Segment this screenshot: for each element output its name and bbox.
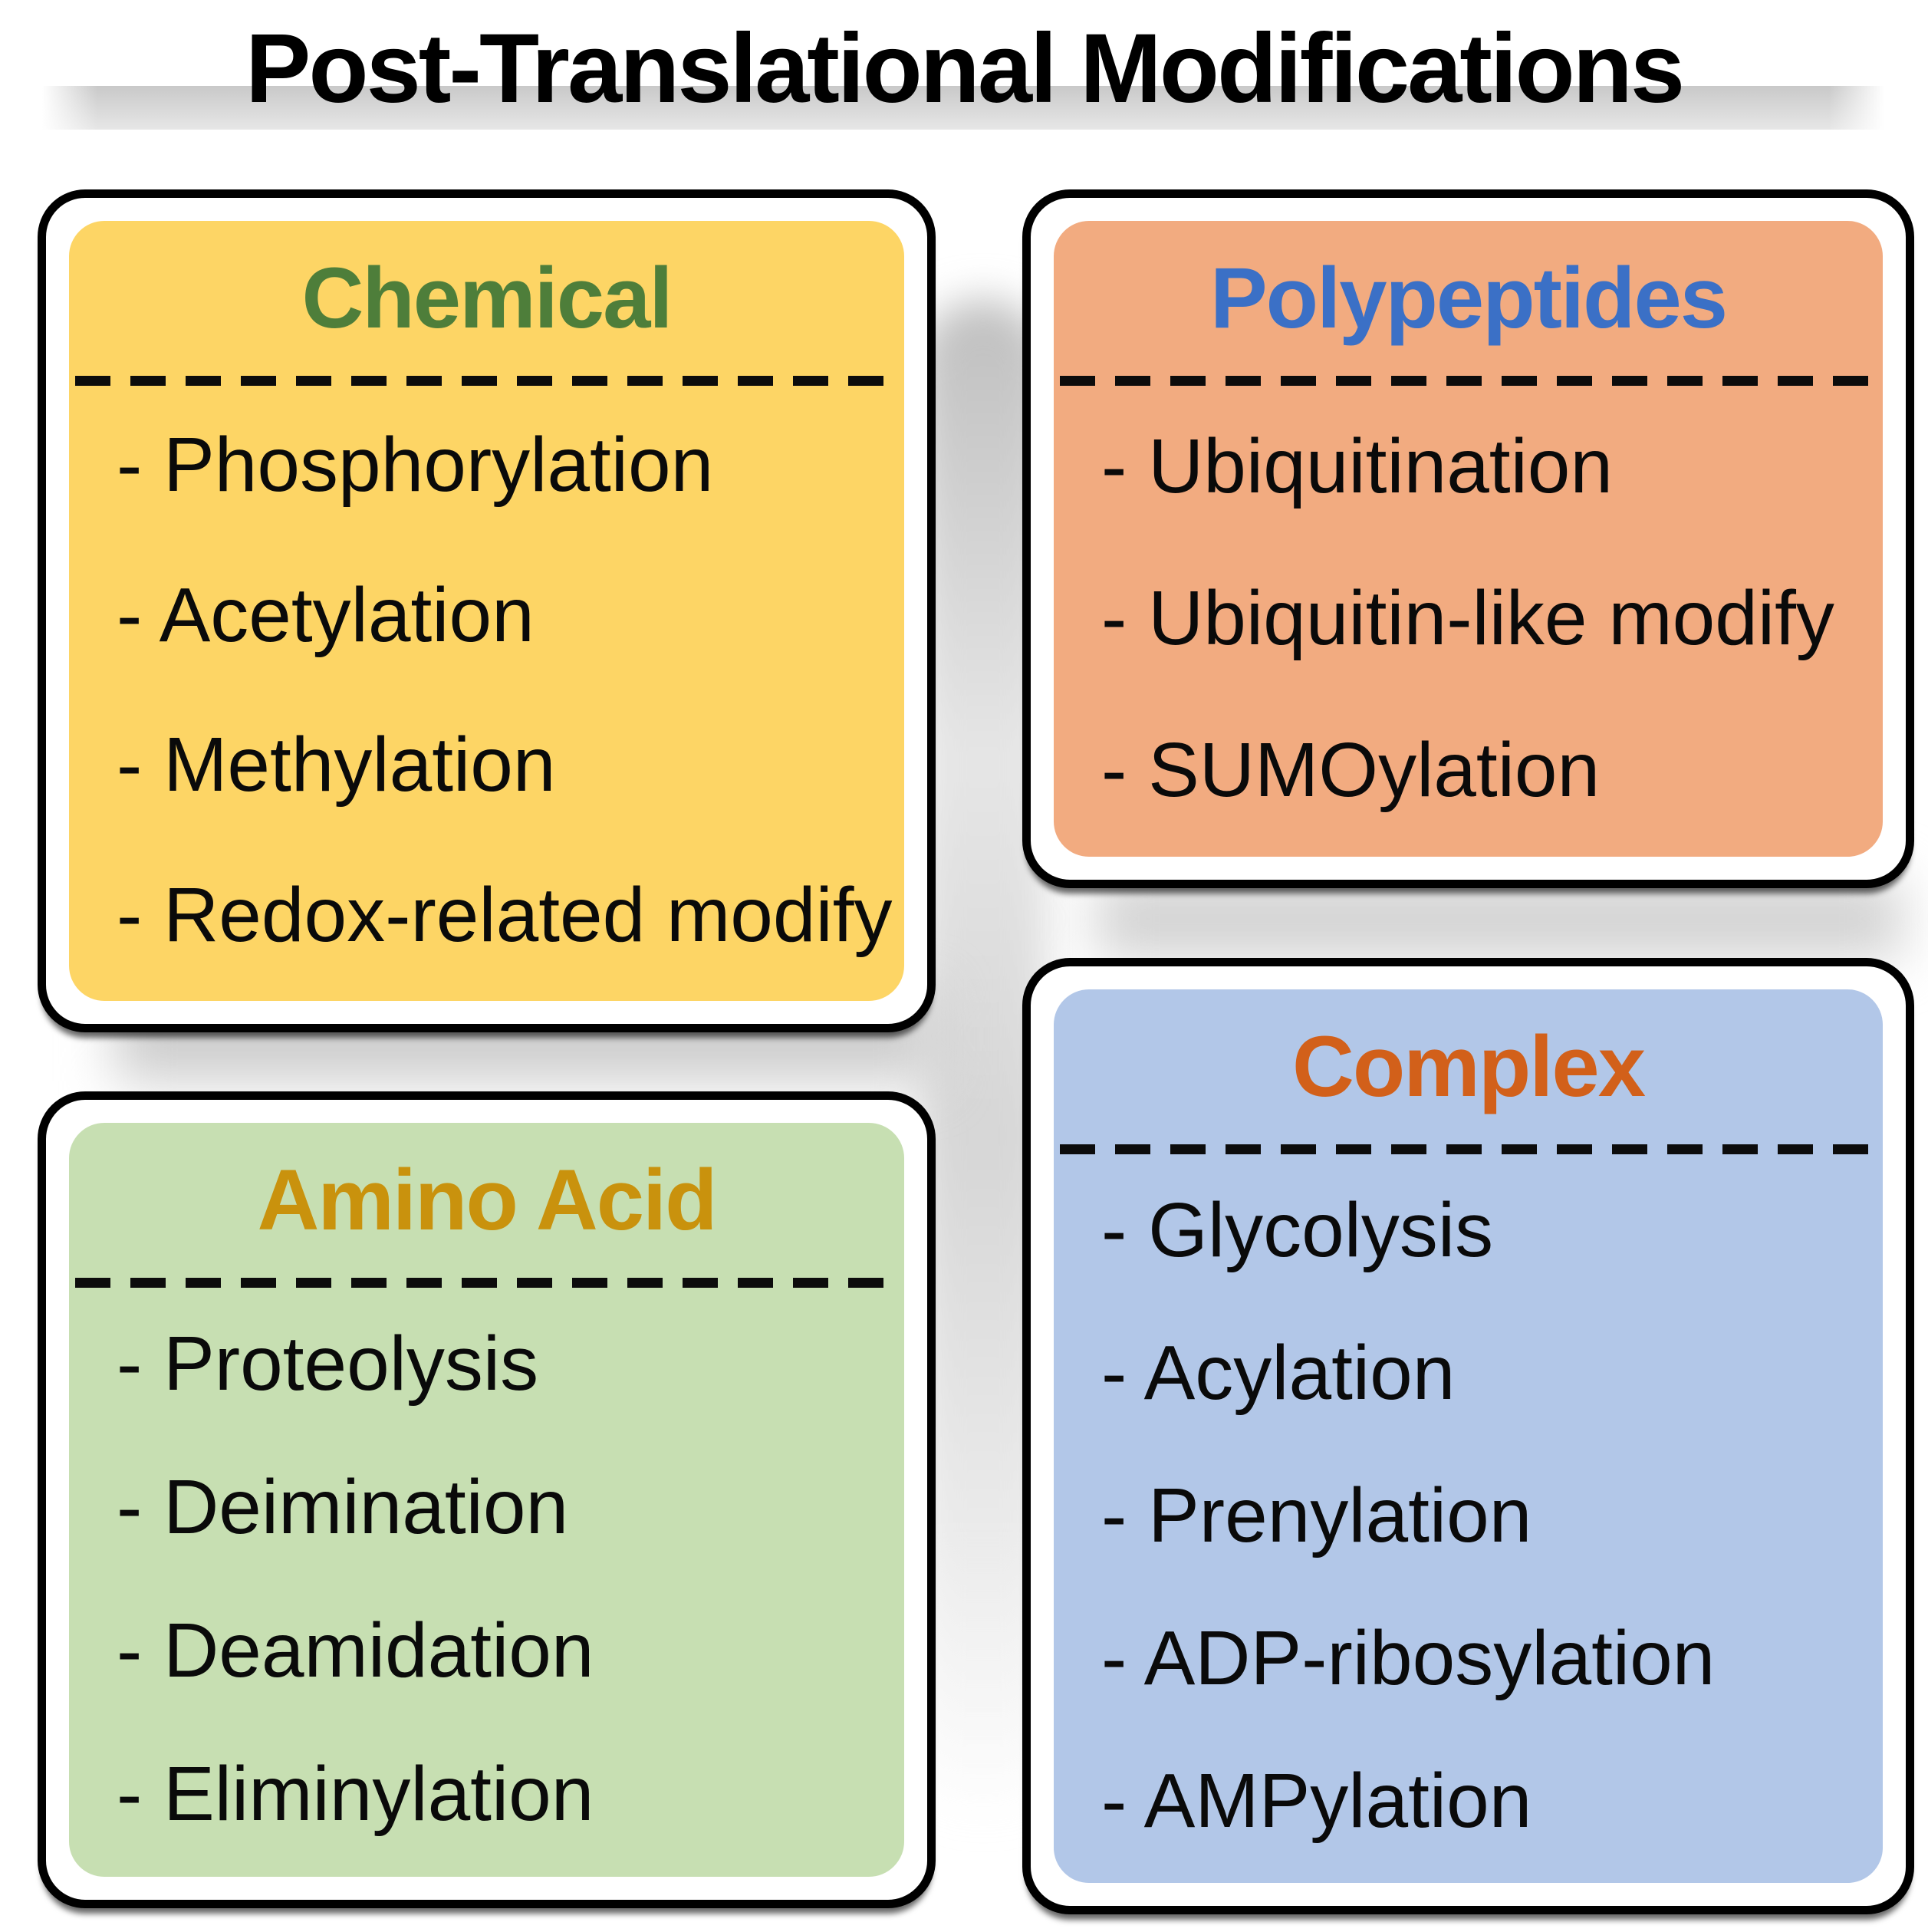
list-item: - Acylation <box>1101 1329 1456 1416</box>
diagram-title: Post-Translational Modifications <box>245 14 1685 123</box>
list-item: - Proteolysis <box>117 1321 539 1407</box>
title-underline-bar <box>42 86 1884 130</box>
list-item: - Ubiquitination <box>1101 423 1614 509</box>
card-amino-acid: Amino Acid - Proteolysis - Deimination -… <box>38 1091 936 1908</box>
card-complex-items: - Glycolysis - Acylation - Prenylation -… <box>1054 1154 1883 1883</box>
card-chemical: Chemical - Phosphorylation - Acetylation… <box>38 189 936 1032</box>
list-item: - SUMOylation <box>1101 726 1601 813</box>
card-complex: Complex - Glycolysis - Acylation - Preny… <box>1022 958 1914 1914</box>
list-item: - Methylation <box>117 722 556 808</box>
dashed-divider <box>1060 1144 1877 1154</box>
dashed-divider <box>1060 376 1877 386</box>
list-item: - Deimination <box>117 1464 569 1550</box>
list-item: - Phosphorylation <box>117 422 714 509</box>
list-item: - AMPylation <box>1101 1757 1532 1844</box>
list-item: - Acetylation <box>117 571 535 658</box>
card-chemical-items: - Phosphorylation - Acetylation - Methyl… <box>69 386 904 1001</box>
dashed-divider <box>75 376 898 386</box>
card-chemical-title: Chemical <box>301 250 673 346</box>
list-item: - Deamidation <box>117 1608 594 1693</box>
card-amino-acid-title: Amino Acid <box>257 1152 717 1248</box>
card-polypeptides-items: - Ubiquitination - Ubiquitin-like modify… <box>1054 386 1883 857</box>
dashed-divider <box>75 1278 898 1288</box>
list-item: - Ubiquitin-like modify <box>1101 574 1834 661</box>
card-chemical-panel: Chemical - Phosphorylation - Acetylation… <box>69 221 904 1001</box>
card-amino-acid-items: - Proteolysis - Deimination - Deamidatio… <box>69 1288 904 1877</box>
card-complex-title: Complex <box>1292 1019 1646 1114</box>
list-item: - ADP-ribosylation <box>1101 1614 1716 1701</box>
list-item: - Redox-related modify <box>117 871 893 958</box>
card-polypeptides-title: Polypeptides <box>1209 250 1728 346</box>
card-complex-panel: Complex - Glycolysis - Acylation - Preny… <box>1054 989 1883 1883</box>
card-polypeptides: Polypeptides - Ubiquitination - Ubiquiti… <box>1022 189 1914 888</box>
right-gap-shadow <box>1097 879 1902 959</box>
list-item: - Prenylation <box>1101 1472 1532 1558</box>
list-item: - Glycolysis <box>1101 1187 1494 1273</box>
card-polypeptides-panel: Polypeptides - Ubiquitination - Ubiquiti… <box>1054 221 1883 857</box>
list-item: - Eliminylation <box>117 1751 594 1837</box>
card-amino-acid-panel: Amino Acid - Proteolysis - Deimination -… <box>69 1123 904 1877</box>
